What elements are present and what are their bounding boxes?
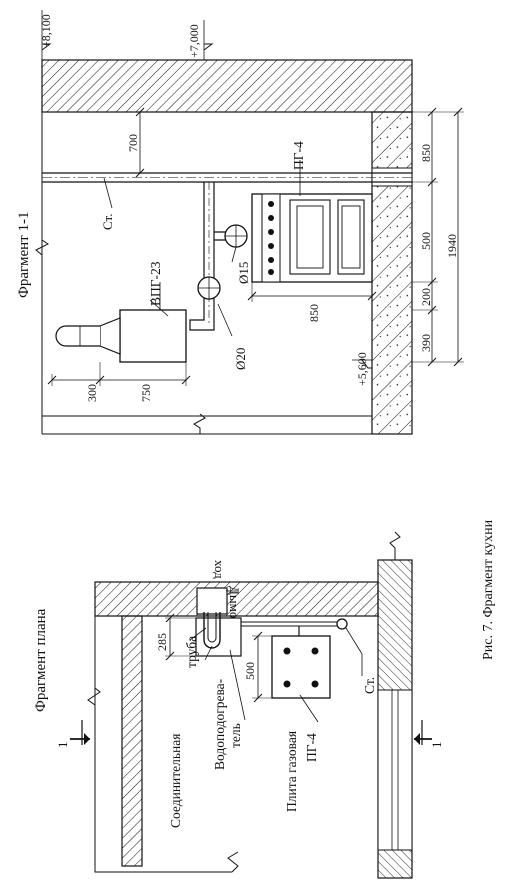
plan-chimney-label-2: ход xyxy=(212,560,227,579)
plan-connecting-pipe-label-1: Соединительная xyxy=(168,734,183,829)
plan-riser-symbol xyxy=(336,618,348,630)
level-top-label: +8,100 xyxy=(39,14,53,48)
section-upper-wall xyxy=(41,59,413,113)
section-gas-stove xyxy=(251,193,373,283)
section-riser-sleeve xyxy=(371,167,413,187)
figure-caption: Рис. 7. Фрагмент кухни xyxy=(481,519,496,660)
plan-partition-wall xyxy=(121,615,143,867)
plan-chimney xyxy=(196,587,228,615)
section-dim-right-850: 850 xyxy=(419,144,433,162)
section-stove-knob xyxy=(268,243,274,249)
section-dim-right-390: 390 xyxy=(419,334,433,352)
section-fragment: Фрагмент 1-1 xyxy=(16,10,464,435)
section-mark-top: 1 xyxy=(55,720,90,748)
plan-water-heater xyxy=(195,617,242,657)
section-valve-d15 xyxy=(224,224,248,248)
plan-title: Фрагмент плана xyxy=(33,608,49,712)
section-title: Фрагмент 1-1 xyxy=(16,212,32,298)
section-stove-label: ПГ-4 xyxy=(291,141,306,170)
plan-stove-burner xyxy=(283,647,291,655)
section-stove-knob xyxy=(268,215,274,221)
section-water-heater xyxy=(55,309,187,363)
section-dim-700: 700 xyxy=(126,107,145,178)
plan-stove-burner xyxy=(283,680,291,688)
plan-stove-label-2: ПГ-4 xyxy=(304,733,319,762)
section-mark-bottom-label: 1 xyxy=(429,742,444,749)
plan-heater-label-1: Водоподогрева- xyxy=(212,678,227,770)
section-stove-knob xyxy=(268,229,274,235)
section-mark-bottom: 1 xyxy=(414,720,444,748)
plan-dim-285-label: 285 xyxy=(155,633,169,651)
plan-window xyxy=(377,689,413,851)
level-mark-floor: +5,600 xyxy=(352,352,372,386)
section-d15-label: Ø15 xyxy=(236,262,251,284)
section-dim-300-750: 300 750 xyxy=(47,362,191,402)
section-valve-d20 xyxy=(197,276,221,300)
plan-gas-stove xyxy=(271,635,331,699)
section-dim-850-label: 850 xyxy=(307,304,321,322)
section-stove-knob xyxy=(268,201,274,207)
level-floor-label: +5,600 xyxy=(355,352,369,386)
section-dim-750-label: 750 xyxy=(139,384,153,402)
section-d20-label: Ø20 xyxy=(233,348,248,370)
plan-riser-label: Ст. xyxy=(362,677,377,694)
plan-heater-label-2: тель xyxy=(228,723,243,748)
plan-dim-500: 500 xyxy=(243,631,272,703)
plan-break-line xyxy=(87,680,101,717)
plan-dim-500-label: 500 xyxy=(243,662,257,680)
section-dim-chain-right: 850 500 200 390 1940 xyxy=(412,107,464,367)
plan-dim-285: 285 xyxy=(155,613,196,661)
plan-wall-top xyxy=(94,581,379,617)
level-mark-mid: +7,000 xyxy=(187,20,214,60)
section-mark-top-label: 1 xyxy=(55,742,70,749)
section-dim-right-total: 1940 xyxy=(445,234,459,258)
section-dim-right-500: 500 xyxy=(419,232,433,250)
section-heater-label: ВПГ-23 xyxy=(148,261,163,306)
plan-stove-burner xyxy=(311,680,319,688)
plan-connecting-pipe xyxy=(203,612,221,649)
section-floor-slab xyxy=(371,111,413,435)
section-dim-right-200: 200 xyxy=(419,288,433,306)
section-dim-700-label: 700 xyxy=(126,134,140,152)
section-dim-850-stove: 850 xyxy=(247,282,377,322)
level-mid-label: +7,000 xyxy=(187,24,201,58)
level-mark-top: +8,100 xyxy=(39,10,53,60)
section-riser-label: Ст. xyxy=(100,214,115,230)
plan-connecting-pipe-label-2: труба xyxy=(184,636,199,668)
section-branch-pipe xyxy=(189,182,215,331)
section-dim-300-label: 300 xyxy=(85,384,99,402)
section-stove-knob xyxy=(268,269,274,275)
section-stove-knob xyxy=(268,257,274,263)
plan-stove-burner xyxy=(311,647,319,655)
plan-fragment: Фрагмент плана 1 Дымо- ход xyxy=(33,531,444,879)
plan-stove-label-1: Плита газовая xyxy=(284,731,299,812)
plan-chimney-label-1: Дымо- xyxy=(227,586,242,623)
